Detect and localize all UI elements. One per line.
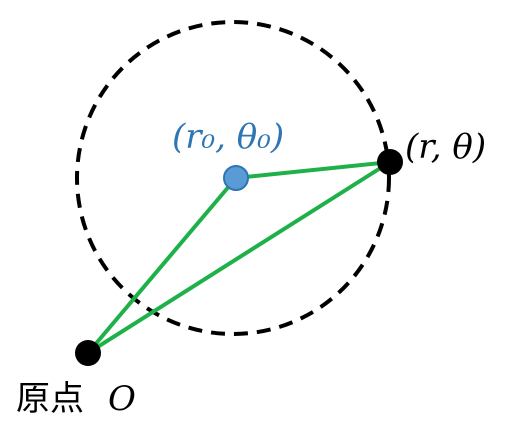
segment-origin-to-center	[86, 176, 238, 355]
origin-point	[75, 340, 101, 366]
origin-label: 原点 O	[16, 379, 136, 419]
origin-label-symbol: O	[108, 379, 136, 419]
segment-origin-to-point	[86, 160, 392, 355]
segment-center-to-point	[235, 160, 391, 180]
point-label: (r, θ)	[405, 127, 486, 167]
point-r-theta	[377, 149, 403, 175]
dashed-circle	[75, 20, 391, 336]
center-label: (r₀, θ₀)	[172, 117, 284, 157]
center-point	[223, 165, 249, 191]
origin-label-text: 原点	[16, 379, 84, 419]
